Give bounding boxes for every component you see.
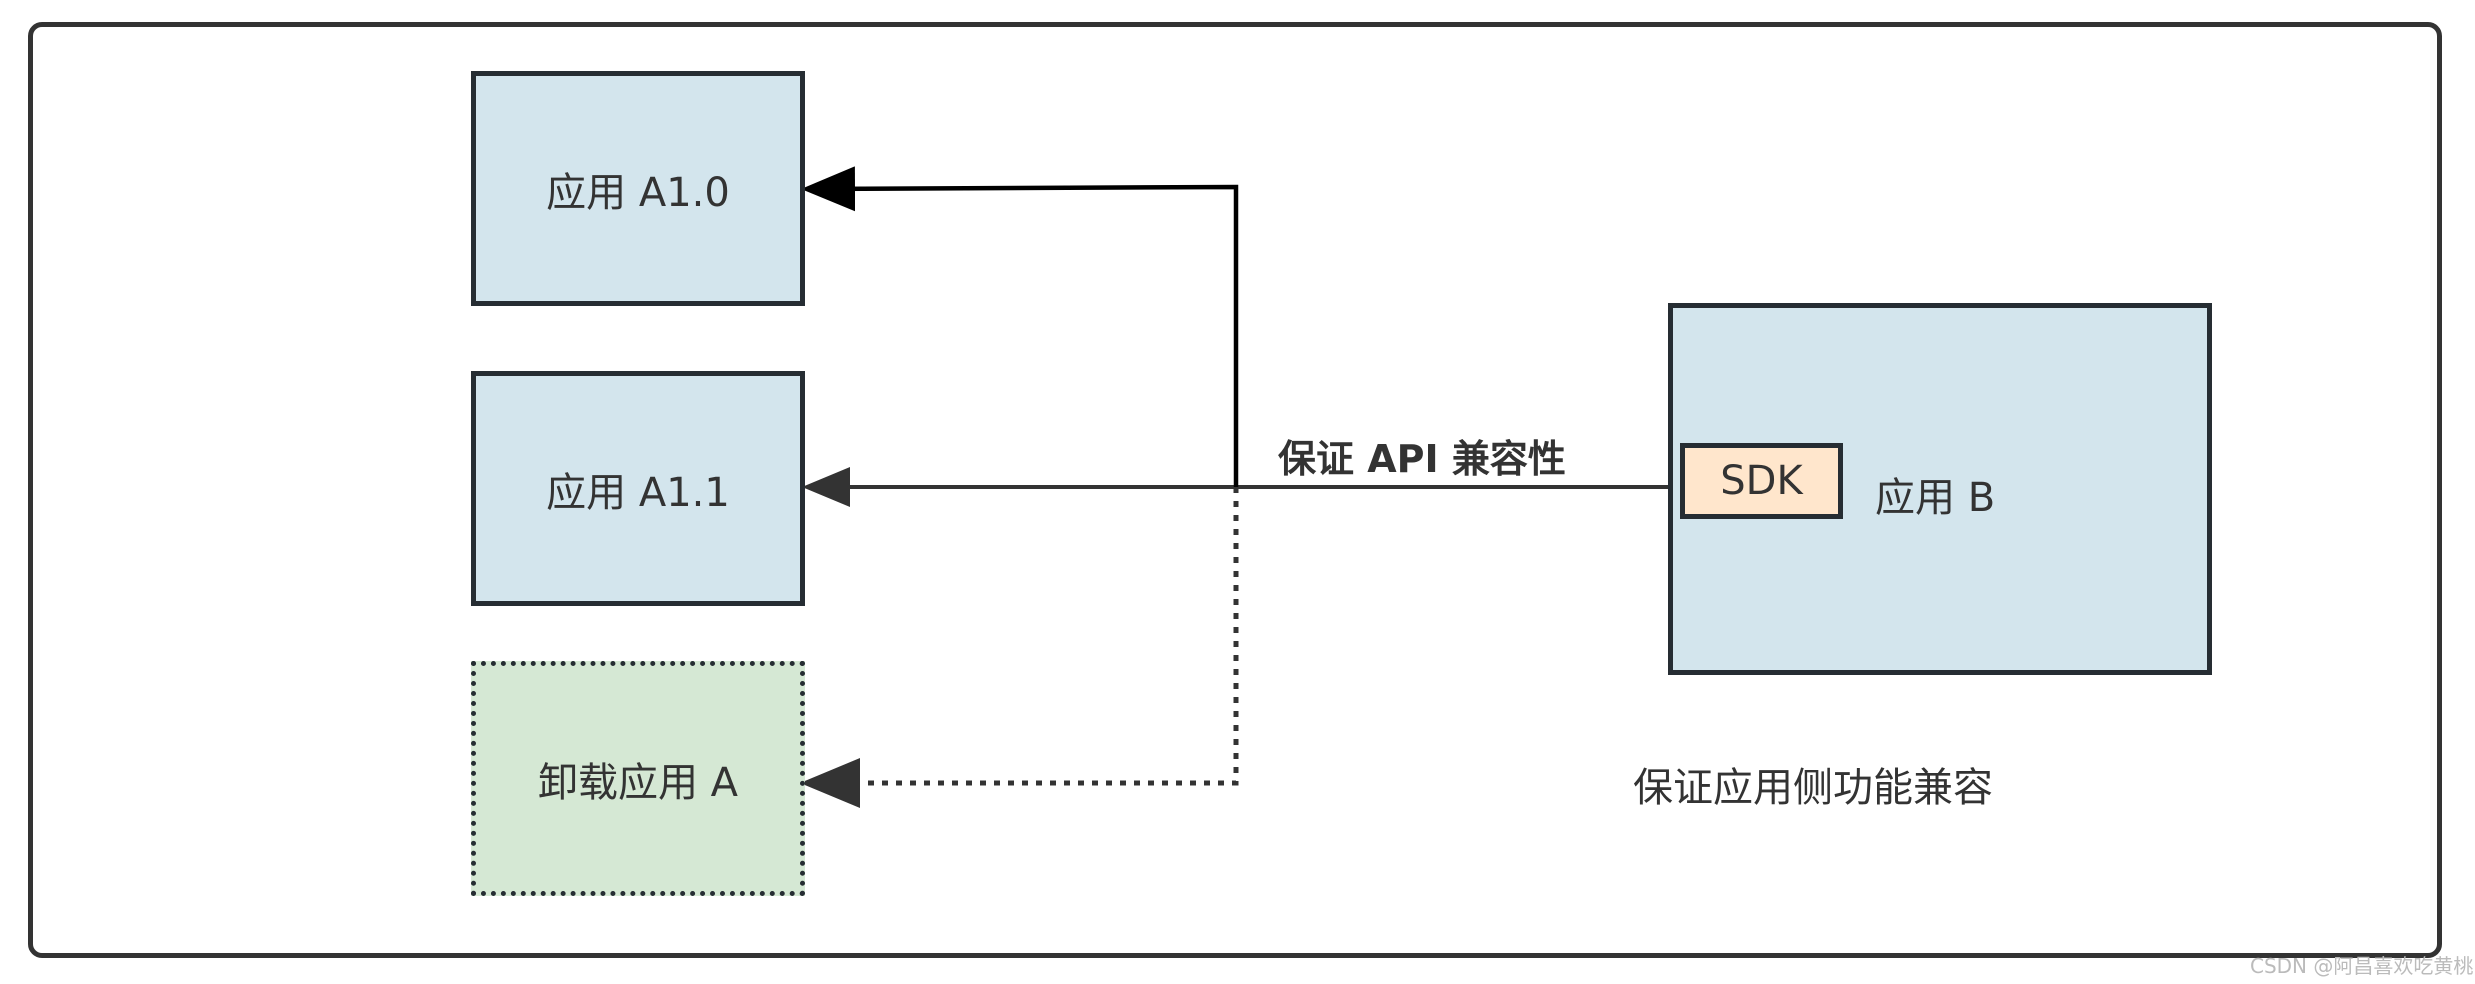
node-sdk-label: SDK — [1720, 458, 1803, 504]
edge-label-api-compat: 保证 API 兼容性 — [1278, 437, 1566, 481]
node-app-b-label: 应用 B — [1875, 475, 1996, 521]
node-app-a10: 应用 A1.0 — [471, 71, 805, 306]
caption-app-compat: 保证应用侧功能兼容 — [1633, 765, 1993, 811]
node-app-a10-label: 应用 A1.0 — [546, 169, 730, 216]
node-uninstall-a-label: 卸载应用 A — [537, 759, 739, 806]
outer-frame — [28, 22, 2442, 958]
node-app-a11-label: 应用 A1.1 — [546, 469, 730, 516]
node-uninstall-a: 卸载应用 A — [471, 661, 805, 896]
node-app-a11: 应用 A1.1 — [471, 371, 805, 606]
watermark: CSDN @阿昌喜欢吃黄桃 — [2250, 954, 2474, 978]
node-sdk: SDK — [1680, 443, 1843, 519]
edge-branch-to-uninstall — [800, 487, 1239, 808]
edge-branch-to-a10 — [801, 166, 1239, 487]
